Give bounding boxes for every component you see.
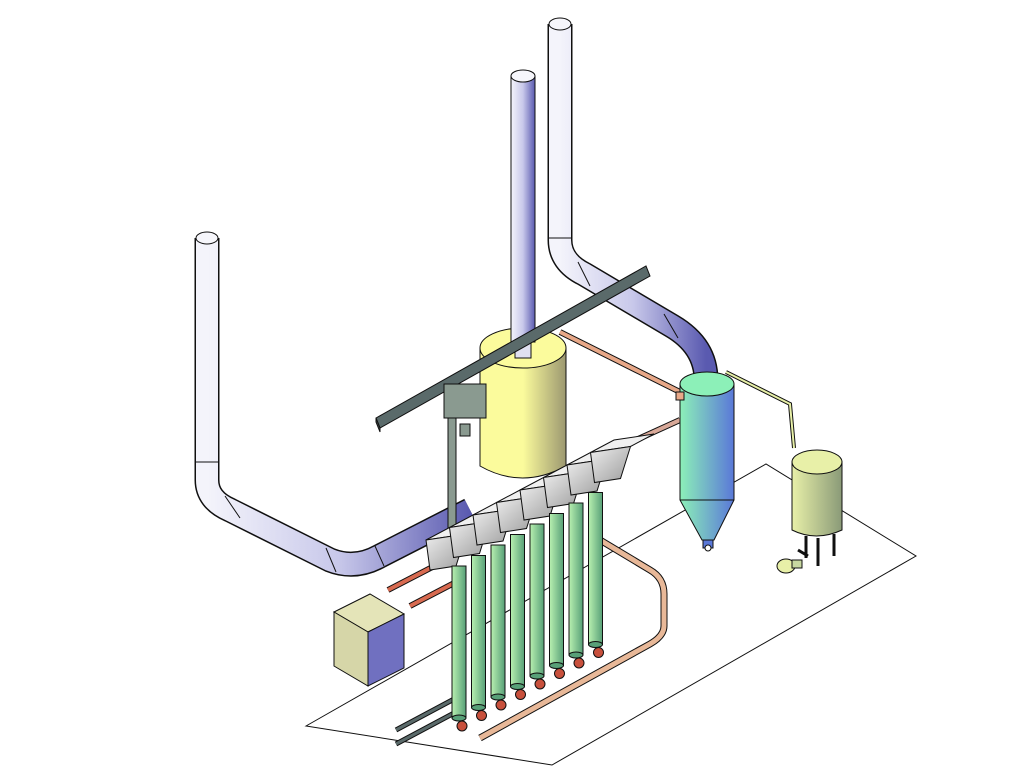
column-bank — [451, 492, 604, 732]
valve-icon — [593, 647, 604, 658]
column — [588, 492, 604, 658]
valve-icon — [515, 689, 526, 700]
column — [451, 565, 468, 732]
column — [568, 502, 585, 669]
column — [510, 534, 526, 700]
column — [471, 555, 487, 721]
receiver-tank — [776, 449, 843, 574]
right-stack-duct — [547, 17, 719, 381]
cyclone-separator — [675, 371, 735, 552]
hood-segment — [589, 433, 655, 484]
column — [490, 544, 507, 711]
yellow-storage-tank — [479, 327, 567, 479]
valve-icon — [554, 668, 565, 679]
valve-icon — [495, 699, 507, 711]
valve-icon — [534, 678, 546, 690]
valve-icon — [456, 720, 468, 732]
column — [529, 523, 546, 690]
valve-icon — [573, 657, 585, 669]
control-cabinet — [332, 593, 406, 687]
column — [549, 513, 565, 679]
hood-manifold — [425, 433, 655, 571]
center-stack-duct — [510, 69, 536, 343]
support-beam — [375, 265, 651, 549]
left-stack-duct — [194, 231, 476, 577]
valve-icon — [476, 710, 487, 721]
